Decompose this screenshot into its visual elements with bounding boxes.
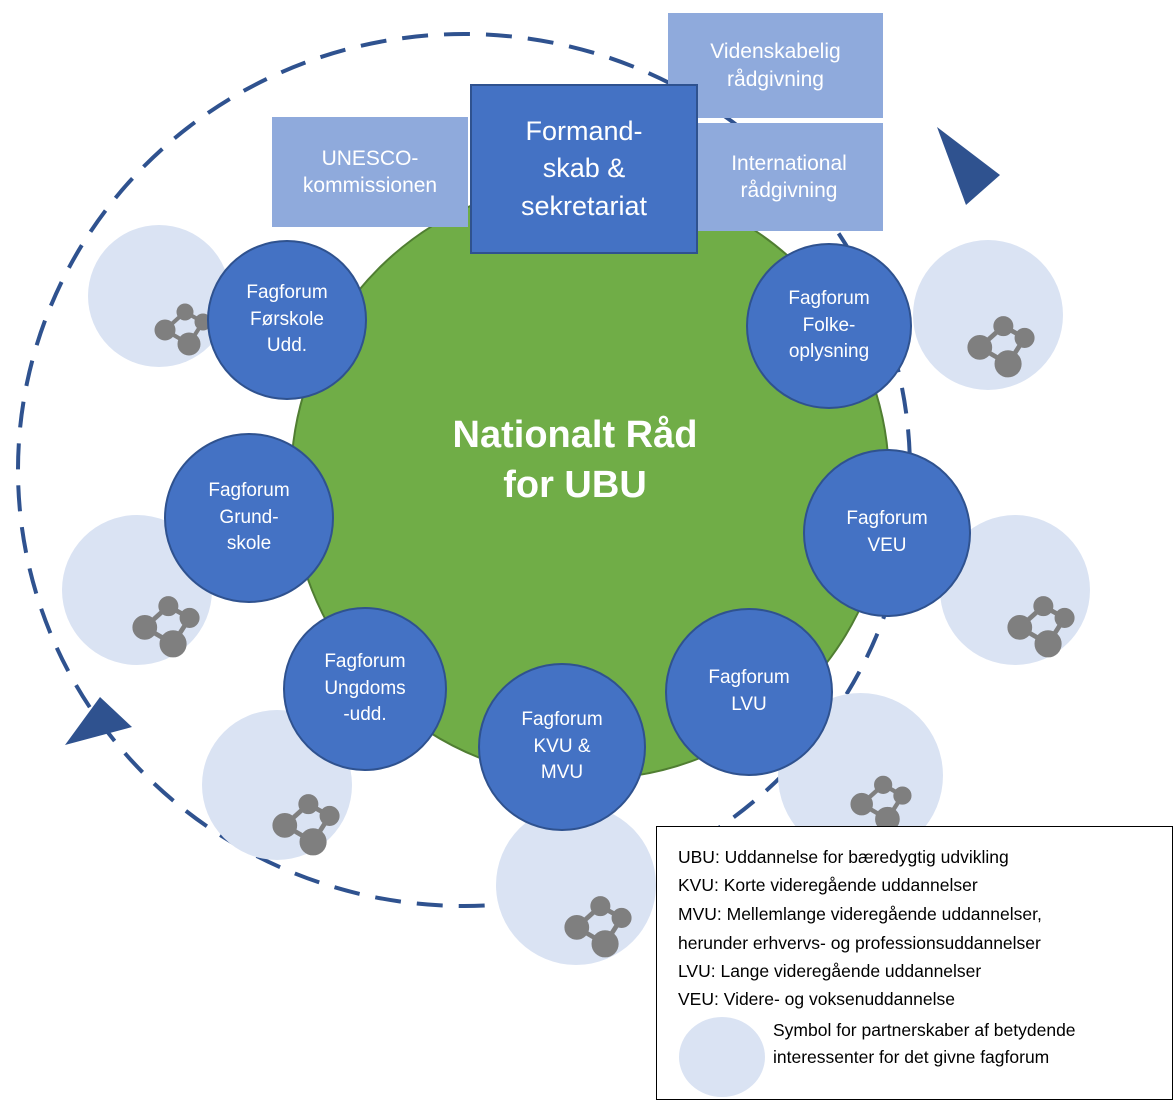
forum-lvu: Fagforum LVU bbox=[665, 608, 833, 776]
partner-circle-forskole bbox=[88, 225, 230, 367]
network-people-icon bbox=[564, 896, 632, 958]
forum-folkeoplysning: Fagforum Folke- oplysning bbox=[746, 243, 912, 409]
unesco-box: UNESCO- kommissionen bbox=[272, 117, 468, 227]
network-people-icon bbox=[1007, 596, 1075, 658]
forum-forskole: Fagforum Førskole Udd. bbox=[207, 240, 367, 400]
forum-ungdoms: Fagforum Ungdoms -udd. bbox=[283, 607, 447, 771]
secretariat-box: Formand- skab & sekretariat bbox=[470, 84, 698, 254]
international-advice-box: International rådgivning bbox=[695, 123, 883, 231]
legend-line-kvu: KVU: Korte videregående uddannelser bbox=[678, 875, 978, 895]
legend-line-veu: VEU: Videre- og voksenuddannelse bbox=[678, 989, 955, 1009]
forum-grundskole: Fagforum Grund- skole bbox=[164, 433, 334, 603]
arrowhead-top-right bbox=[937, 127, 1000, 205]
legend-line-mvu: MVU: Mellemlange videregående uddannelse… bbox=[678, 904, 1042, 924]
legend-line-ubu: UBU: Uddannelse for bæredygtig udvikling bbox=[678, 847, 1009, 867]
legend-line-lvu: LVU: Lange videregående uddannelser bbox=[678, 961, 982, 981]
arrowhead-bottom-left bbox=[65, 697, 132, 745]
legend-partner-swatch bbox=[679, 1017, 765, 1097]
forum-veu: Fagforum VEU bbox=[803, 449, 971, 617]
network-people-icon bbox=[132, 596, 200, 658]
legend-partner-text: Symbol for partnerskaber af betydende in… bbox=[773, 1020, 1076, 1068]
network-people-icon bbox=[850, 775, 912, 832]
legend: UBU: Uddannelse for bæredygtig udvikling… bbox=[656, 826, 1173, 1100]
forum-kvu-mvu: Fagforum KVU & MVU bbox=[478, 663, 646, 831]
partner-circle-folkeoplysning bbox=[913, 240, 1063, 390]
network-people-icon bbox=[154, 303, 212, 356]
scientific-advice-box: Videnskabelig rådgivning bbox=[668, 13, 883, 118]
council-title: Nationalt Råd for UBU bbox=[452, 414, 698, 507]
network-people-icon bbox=[272, 794, 340, 856]
legend-line-mvu-cont: herunder erhvervs- og professionsuddanne… bbox=[678, 933, 1041, 953]
network-people-icon bbox=[967, 316, 1035, 378]
